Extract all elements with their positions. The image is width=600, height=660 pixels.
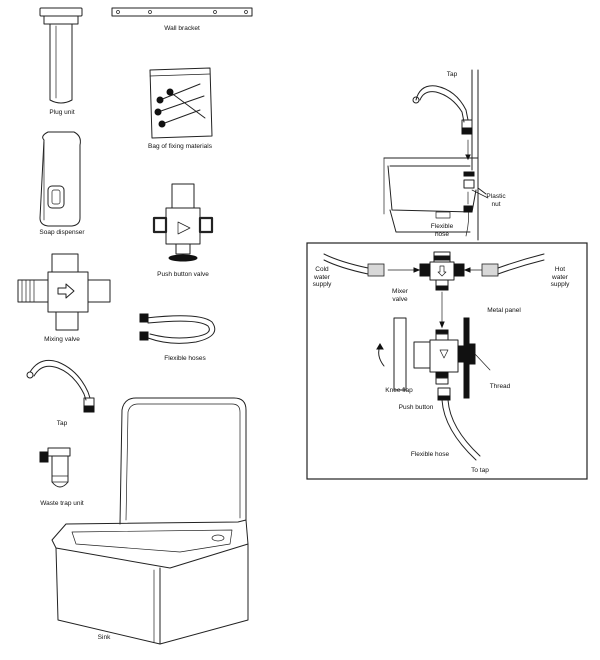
- plug-unit-drawing: [39, 7, 83, 104]
- soap-dispenser-label: Soap dispenser: [39, 229, 85, 236]
- sink-assembly-drawing: [383, 69, 489, 241]
- assembly-flexible-hose-label: Flexible hose: [430, 223, 454, 238]
- mixing-valve-label: Mixing valve: [44, 336, 80, 343]
- plastic-nut-label: Plastic nut: [486, 193, 506, 208]
- to-tap-label: To tap: [471, 467, 489, 474]
- mixer-valve-label: Mixer valve: [392, 288, 408, 303]
- hot-water-supply-label: Hot water supply: [550, 266, 570, 288]
- sink-drawing: [51, 397, 249, 645]
- flexible-hoses-drawing: [139, 313, 216, 344]
- mixing-valve-drawing: [17, 253, 111, 331]
- waste-trap-drawing: [39, 447, 71, 488]
- wall-bracket-label: Wall bracket: [164, 25, 200, 32]
- push-button-valve-drawing: [152, 183, 214, 262]
- waste-trap-label: Waste trap unit: [40, 500, 84, 507]
- tap-drawing: [26, 359, 95, 413]
- fixings-bag-label: Bag of fixing materials: [148, 143, 212, 150]
- detail-box: [306, 242, 588, 480]
- tap-label: Tap: [56, 420, 68, 427]
- plug-unit-label: Plug unit: [49, 109, 75, 116]
- flexible-hoses-label: Flexible hoses: [164, 355, 206, 362]
- detail-flexible-hose-label: Flexible hose: [410, 451, 450, 458]
- detail-mixer-drawing: [323, 251, 545, 461]
- assembly-tap-label: Tap: [446, 71, 458, 78]
- soap-dispenser-drawing: [39, 131, 81, 227]
- push-button-valve-label: Push button valve: [157, 271, 209, 278]
- cold-water-supply-label: Cold water supply: [312, 266, 332, 288]
- fixings-bag-drawing: [149, 67, 213, 139]
- thread-label: Thread: [489, 383, 511, 390]
- wall-bracket-drawing: [111, 7, 253, 17]
- sink-label: Sink: [97, 634, 111, 641]
- knee-flap-label: Knee flap: [385, 387, 413, 394]
- metal-panel-label: Metal panel: [487, 307, 521, 314]
- push-button-label: Push button: [398, 404, 434, 411]
